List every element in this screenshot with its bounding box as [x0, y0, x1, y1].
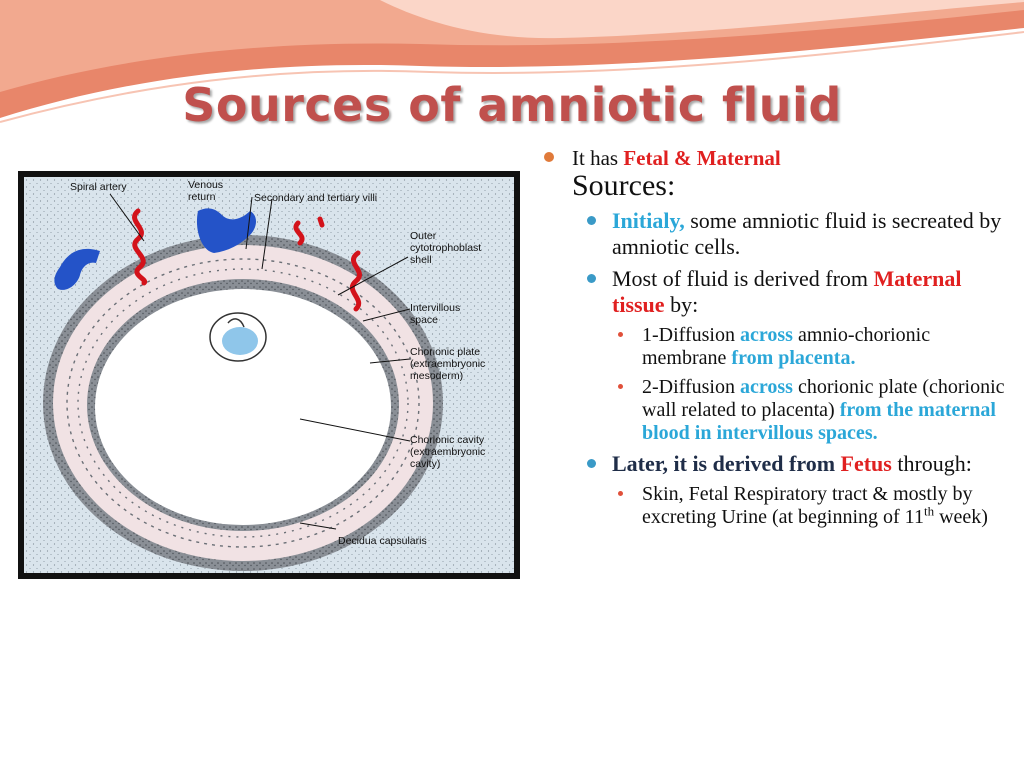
text-through: through:: [891, 451, 972, 476]
text-diffusion-2: 2-Diffusion: [642, 376, 740, 398]
bullet-dot-icon: [587, 216, 596, 225]
text-later: Later, it is derived from: [612, 451, 841, 476]
text-maternal-blood: from the maternal blood in intervillous …: [642, 399, 996, 444]
label-outer-3: shell: [410, 254, 432, 266]
text-maternal-tissue: Maternal tissue: [612, 266, 962, 317]
chorionic-cavity: [95, 289, 391, 525]
bullet-dot-icon: [587, 274, 596, 283]
label-chorionic-plate-1: Chorionic plate: [410, 346, 480, 358]
bullet-dot-icon: [618, 332, 623, 337]
text-most-fluid: Most of fluid is derived from: [612, 266, 874, 291]
text-membrane: amnio-chorionic membrane: [642, 324, 931, 369]
label-outer-1: Outer: [410, 230, 437, 242]
label-chorionic-cavity-2: (extraembryonic: [410, 446, 485, 458]
text-initialy: Initialy,: [612, 208, 685, 233]
venous-return-vessel: [196, 208, 256, 253]
label-decidua: Decidua capsularis: [338, 535, 427, 547]
text-chorionic-plate: chorionic plate (chorionic wall related …: [642, 376, 1005, 421]
bullet-diffusion-2: 2-Diffusion across chorionic plate (chor…: [540, 376, 1010, 445]
text-diffusion-1: 1-Diffusion: [642, 324, 740, 346]
text-fetus: Fetus: [840, 451, 892, 476]
bullet-sources: It has Fetal & Maternal Sources:: [540, 146, 1010, 202]
text-colon: :: [666, 169, 676, 202]
bullet-maternal: Most of fluid is derived from Maternal t…: [540, 266, 1010, 318]
text-by: by:: [664, 292, 699, 317]
text-amniotic-cells: some amniotic fluid is secreated by amni…: [612, 208, 1002, 259]
chorionic-sac-diagram: Spiral artery Venous return Secondary an…: [18, 171, 520, 579]
text-skin: Skin, Fetal Respiratory tract & mostly b…: [642, 483, 973, 528]
text-across-1: across: [739, 324, 793, 346]
bullet-later: Later, it is derived from Fetus through:: [540, 451, 1010, 477]
text-th: th: [923, 503, 935, 519]
label-chorionic-cavity-1: Chorionic cavity: [410, 434, 485, 446]
bullet-diffusion-1: 1-Diffusion across amnio-chorionic membr…: [540, 324, 1010, 370]
text-week: week): [934, 506, 988, 528]
villi: [66, 258, 420, 548]
bullet-skin: Skin, Fetal Respiratory tract & mostly b…: [540, 483, 1010, 529]
text-fetal-maternal: Fetal & Maternal: [623, 146, 781, 170]
bullet-list: It has Fetal & Maternal Sources: Initial…: [540, 146, 1010, 535]
label-chorionic-plate-3: mesoderm): [410, 370, 463, 382]
pointer-lines: [109, 193, 411, 530]
bullet-dot-icon: [587, 459, 596, 468]
label-villi: Secondary and tertiary villi: [254, 192, 377, 204]
label-intervillous-1: Intervillous: [410, 302, 460, 314]
label-venous-return-2: return: [188, 191, 216, 203]
label-spiral-artery: Spiral artery: [70, 181, 127, 193]
spiral-arteries: [132, 208, 362, 312]
bullet-dot-icon: [618, 491, 623, 496]
text-from-placenta: from placenta.: [731, 347, 856, 369]
text-sources: Sources: [572, 169, 667, 202]
label-intervillous-2: space: [410, 314, 438, 326]
text-across-2: across: [739, 376, 793, 398]
bullet-dot-icon: [544, 152, 554, 162]
venous-vessel-left: [54, 248, 100, 290]
label-chorionic-cavity-3: cavity): [410, 458, 440, 470]
label-venous-return-1: Venous: [188, 179, 223, 191]
amniotic-cavity: [222, 327, 258, 355]
label-chorionic-plate-2: (extraembryonic: [410, 358, 485, 370]
slide-title: Sources of amniotic fluid: [182, 78, 842, 132]
label-outer-2: cytotrophoblast: [410, 242, 481, 254]
bullet-dot-icon: [618, 384, 623, 389]
text-it-has: It has: [572, 146, 624, 170]
bullet-initialy: Initialy, some amniotic fluid is secreat…: [540, 208, 1010, 260]
header-waves: [0, 0, 1024, 123]
